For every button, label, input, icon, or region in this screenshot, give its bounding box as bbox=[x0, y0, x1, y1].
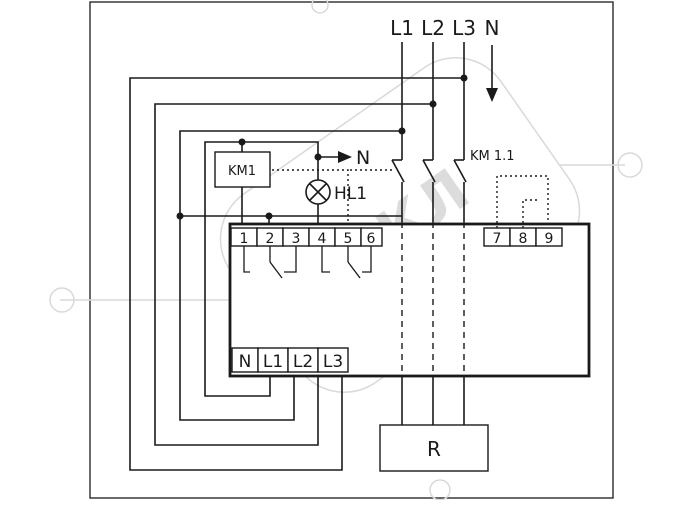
contactor-contacts bbox=[391, 159, 467, 222]
terminal-3-label: 3 bbox=[292, 231, 301, 247]
terminal-l2-label: L2 bbox=[293, 352, 313, 372]
lamp-label: HL1 bbox=[334, 184, 367, 204]
junction-l1 bbox=[398, 127, 406, 135]
terminal-8-label: 8 bbox=[519, 231, 528, 247]
right-terminal-strip: 7 8 9 bbox=[483, 227, 563, 247]
outer-frame bbox=[89, 1, 614, 499]
terminal-l3-label: L3 bbox=[323, 352, 343, 372]
load-label: R bbox=[427, 437, 441, 461]
terminal-1-label: 1 bbox=[240, 231, 249, 247]
bottom-terminal-strip: N L1 L2 L3 bbox=[231, 347, 349, 373]
terminal-2-label: 2 bbox=[266, 231, 275, 247]
n-out-arrow-icon bbox=[338, 151, 352, 163]
load-r bbox=[379, 424, 489, 472]
terminal-9-label: 9 bbox=[545, 231, 554, 247]
neutral-arrow-icon bbox=[486, 45, 498, 102]
supply-loops bbox=[129, 77, 464, 471]
internal-relay-contacts bbox=[243, 246, 372, 279]
terminal-5-label: 5 bbox=[344, 231, 353, 247]
supply-label-l2: L2 bbox=[421, 16, 445, 40]
junction-l3 bbox=[460, 74, 468, 82]
junction-l2 bbox=[429, 100, 437, 108]
coil-mechanical-link bbox=[272, 169, 349, 228]
coil-label: KM1 bbox=[228, 164, 256, 179]
terminal-7-label: 7 bbox=[493, 231, 502, 247]
n-out-label: N bbox=[356, 147, 370, 169]
terminal-n bbox=[231, 347, 259, 373]
terminal-4-label: 4 bbox=[318, 231, 327, 247]
contactor-label: KM 1.1 bbox=[470, 149, 515, 164]
supply-label-l1: L1 bbox=[390, 16, 414, 40]
supply-label-l3: L3 bbox=[452, 16, 476, 40]
terminal-6-label: 6 bbox=[367, 231, 376, 247]
sensor-wiring bbox=[496, 175, 549, 228]
terminal-l1-label: L1 bbox=[263, 352, 283, 372]
terminal-n-label: N bbox=[239, 352, 252, 372]
terminal-9 bbox=[535, 227, 563, 247]
lamp-hl1-icon bbox=[305, 179, 331, 205]
terminal-l3 bbox=[317, 347, 349, 373]
top-terminal-strip: 1 2 3 4 5 6 bbox=[230, 227, 383, 247]
supply-label-n: N bbox=[485, 16, 500, 40]
